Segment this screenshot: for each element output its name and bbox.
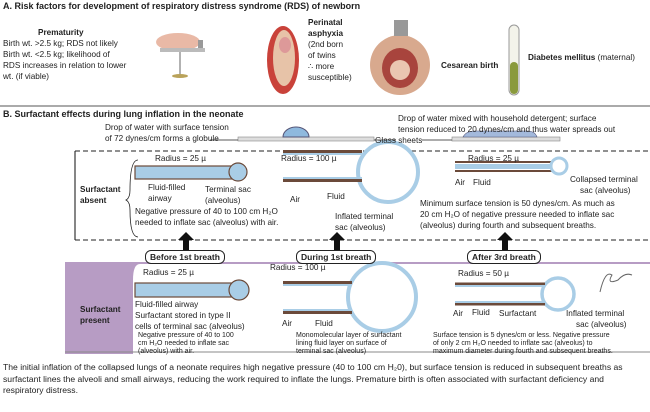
radius-label: Radius = 50 µ [458, 269, 509, 278]
airway-present-during [283, 261, 418, 333]
airway-present-after [455, 276, 576, 312]
prematurity-line: wt. (if viable) [3, 72, 49, 81]
present-label: present [80, 316, 110, 325]
surfactant-absent-panel [74, 150, 650, 241]
sac-label: (alveolus) [205, 196, 241, 205]
absent-note: Minimum surface tension is 50 dynes/cm. … [420, 199, 615, 208]
present-note: of only 2 cm H₂O needed to inflate sac (… [433, 340, 593, 347]
air-label: Air [290, 195, 301, 204]
airway-absent-during [283, 140, 420, 204]
surfactant-label: Surfactant [499, 309, 537, 318]
airway-present-before [134, 279, 250, 301]
stored-label: Surfactant stored in type II [135, 311, 231, 320]
absent-note: Negative pressure of 40 to 100 cm H₂O [135, 207, 278, 216]
absent-note: needed to inflate sac (alveolus) with ai… [135, 218, 279, 227]
asphyxia-line: ∴ more [308, 62, 335, 71]
present-note: (alveolus) with air. [138, 348, 195, 355]
stage-after-3rd-breath: After 3rd breath [467, 250, 541, 264]
fluid-label: Fluid [327, 192, 345, 201]
absent-note: 20 cm H₂O of negative pressure needed to… [420, 210, 615, 219]
radius-label: Radius = 25 µ [468, 154, 519, 163]
present-note: Negative pressure of 40 to 100 [138, 332, 234, 339]
test-tube-image [508, 24, 520, 96]
fluid-label: Fluid [472, 308, 490, 317]
present-note: cm H₂O needed to inflate sac [138, 340, 230, 347]
fluid-label: Fluid [315, 319, 333, 328]
fluid-label: Fluid [473, 178, 491, 187]
sac-label: sac (alveolus) [576, 320, 627, 329]
diabetes-note: (maternal) [597, 53, 635, 62]
prematurity-line: Birth wt. <2.5 kg; likelihood of [3, 50, 110, 59]
cesarean-image [370, 20, 430, 95]
prematurity-line: Birth wt. >2.5 kg; RDS not likely [3, 39, 118, 48]
drop-left-text: of 72 dynes/cm forms a globule [105, 134, 219, 143]
airway-label: Fluid-filled [148, 183, 186, 192]
glass-sheets-demo [210, 126, 561, 142]
cesarean-label: Cesarean birth [441, 61, 499, 70]
netter-signature [599, 273, 633, 293]
asphyxia-heading: asphyxia [308, 29, 344, 38]
sac-label: Collapsed terminal [570, 175, 638, 184]
absent-label: absent [80, 196, 107, 205]
glass-sheets-label: Glass sheets [375, 136, 423, 145]
prematurity-heading: Prematurity [38, 28, 84, 37]
section-a-title: A. Risk factors for development of respi… [3, 1, 361, 11]
stage-during-1st-breath: During 1st breath [296, 250, 377, 264]
air-label: Air [282, 319, 293, 328]
present-note: Monomolecular layer of surfactant [296, 332, 402, 339]
asphyxia-line: susceptible) [308, 73, 352, 82]
section-b-title: B. Surfactant effects during lung inflat… [3, 109, 244, 119]
present-note: Surface tension is 5 dynes/cm or less. N… [433, 332, 610, 339]
stage-before-1st-breath: Before 1st breath [145, 250, 225, 264]
prematurity-line: RDS increases in relation to lower [3, 61, 127, 70]
figure-caption: The initial inflation of the collapsed l… [3, 362, 623, 395]
diabetes-heading: Diabetes mellitus [528, 53, 596, 62]
baby-scale-image [156, 33, 205, 78]
stored-label: cells of terminal sac (alveolus) [135, 322, 245, 331]
diabetes-label: Diabetes mellitus (maternal) [528, 53, 635, 63]
present-note: lining fluid layer on surface of [296, 340, 387, 347]
uterus-twin-image [267, 26, 299, 94]
radius-label: Radius = 25 µ [143, 268, 194, 277]
sac-label: Inflated terminal [335, 212, 394, 221]
sac-label: Terminal sac [205, 185, 251, 194]
asphyxia-line: (2nd born [308, 40, 344, 49]
radius-label: Radius = 100 µ [281, 154, 337, 163]
airway-label: airway [148, 194, 172, 203]
air-label: Air [455, 178, 466, 187]
airway-label: Fluid-filled airway [135, 300, 199, 309]
present-note: maximum diameter during fourth and subse… [433, 348, 613, 355]
airway-absent-after [455, 156, 569, 176]
sac-label: Inflated terminal [566, 309, 625, 318]
drop-right-text: tension reduced to 20 dynes/cm and thus … [398, 125, 616, 134]
absent-label: Surfactant [80, 185, 121, 194]
radius-label: Radius = 100 µ [270, 263, 326, 272]
drop-right-text: Drop of water mixed with household deter… [398, 114, 597, 123]
drop-left-text: Drop of water with surface tension [105, 123, 229, 132]
radius-label: Radius = 25 µ [155, 154, 206, 163]
air-label: Air [453, 309, 464, 318]
airway-absent-before [134, 162, 248, 182]
present-note: terminal sac (alveolus) [296, 348, 367, 355]
sac-label: sac (alveolus) [580, 186, 631, 195]
sac-label: sac (alveolus) [335, 223, 386, 232]
absent-note: (alveolus) during fourth and subsequent … [420, 221, 597, 230]
asphyxia-heading: Perinatal [308, 18, 343, 27]
asphyxia-line: of twins [308, 51, 336, 60]
present-label: Surfactant [80, 305, 121, 314]
